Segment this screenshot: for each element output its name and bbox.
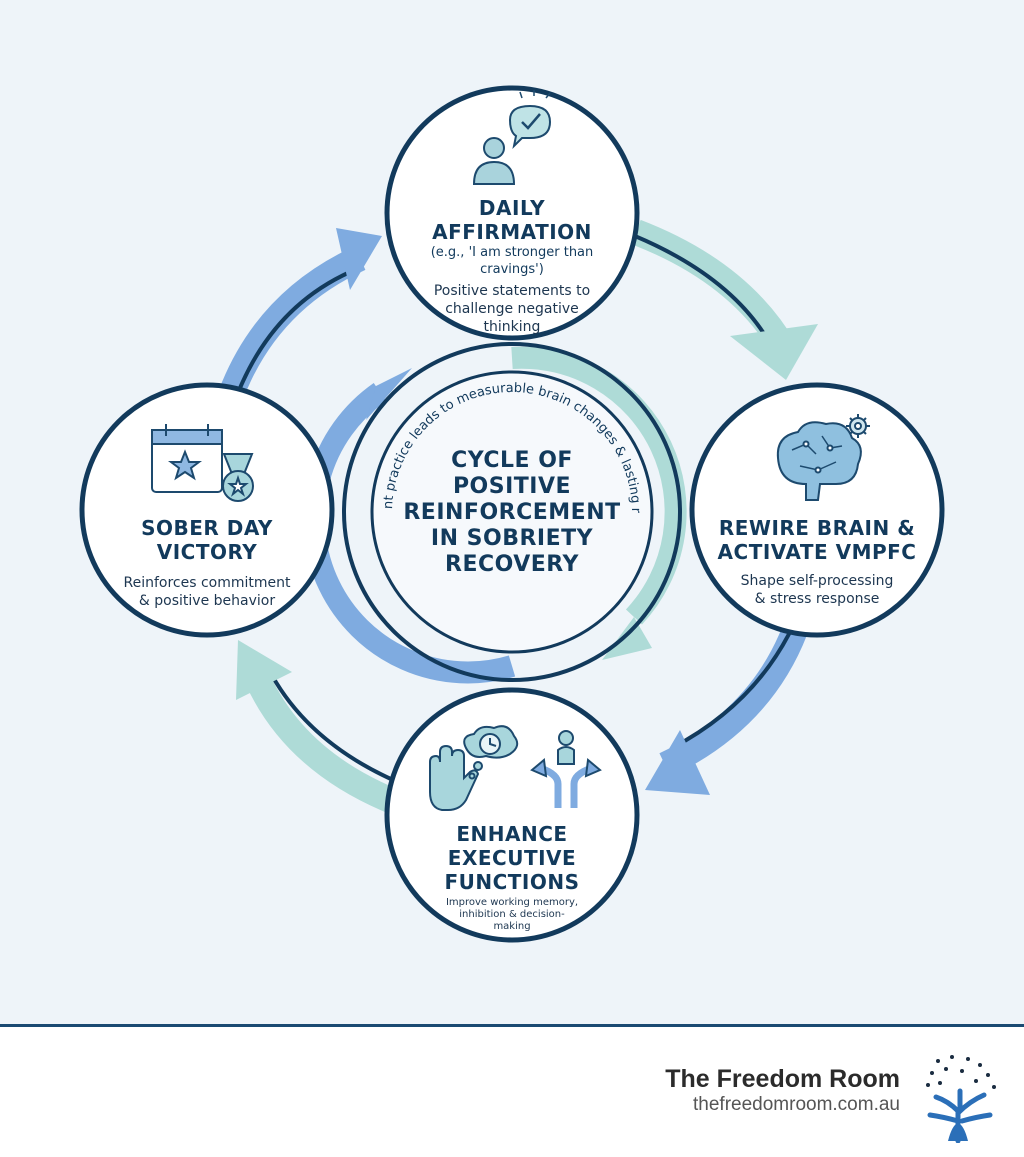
affirmation-desc: Positive statements to challenge negativ… <box>433 283 591 335</box>
center-ring-inner <box>370 370 654 654</box>
affirmation-title: DAILY AFFIRMATION <box>432 196 592 244</box>
node-victory: SOBER DAY VICTORY Reinforces commitment … <box>97 516 317 610</box>
node-rewire-circle <box>689 382 945 638</box>
cycle-diagram: Consistent practice leads to measurable … <box>0 0 945 943</box>
node-victory-circle <box>79 382 335 638</box>
brain-gear-icon <box>776 414 870 501</box>
center-ring-teal-arc <box>511 346 687 625</box>
outer-arrows <box>219 219 818 812</box>
rewire-desc: Shape self-processing & stress response <box>740 573 894 607</box>
arrow-executive-to-victory-head <box>236 640 292 700</box>
arrow-victory-to-affirmation-head <box>336 228 382 290</box>
node-rewire: REWIRE BRAIN & ACTIVATE VMPFC Shape self… <box>697 516 937 608</box>
center-ring-teal-arrowhead <box>602 617 652 660</box>
center-ring-outer <box>342 342 682 682</box>
arrow-executive-to-victory <box>246 674 396 812</box>
node-executive: ENHANCE EXECUTIVE FUNCTIONS Improve work… <box>402 822 622 933</box>
arrow-victory-to-affirmation <box>219 246 366 397</box>
arrow-affirmation-to-rewire-head <box>730 324 818 380</box>
person-speech-check-icon <box>472 90 552 185</box>
brand-url[interactable]: thefreedomroom.com.au <box>693 1094 900 1115</box>
node-affirmation-circle <box>384 85 640 341</box>
rewire-title: REWIRE BRAIN & ACTIVATE VMPFC <box>717 516 917 564</box>
executive-title: ENHANCE EXECUTIVE FUNCTIONS <box>444 822 580 894</box>
node-affirmation: DAILY AFFIRMATION (e.g., 'I am stronger … <box>400 196 624 336</box>
victory-title: SOBER DAY VICTORY <box>141 516 273 564</box>
executive-desc: Improve working memory, inhibition & dec… <box>445 897 579 932</box>
center-ring-blue-arrowhead <box>366 368 412 420</box>
diagram-canvas: Consistent practice leads to measurable … <box>0 0 945 943</box>
tree-logo-icon <box>926 1055 996 1143</box>
center-title: CYCLE OF POSITIVE REINFORCEMENT IN SOBRI… <box>403 448 621 577</box>
brand-name: The Freedom Room <box>665 1065 900 1093</box>
affirmation-subtitle: (e.g., 'I am stronger than cravings') <box>430 245 594 277</box>
center-ring-blue-arc <box>302 382 516 684</box>
victory-desc: Reinforces commitment & positive behavio… <box>123 575 291 609</box>
calendar-medal-icon <box>151 424 254 502</box>
hand-clock-fork-icon <box>429 725 602 811</box>
arrow-rewire-to-executive-head <box>645 730 710 795</box>
footer: The Freedom Room thefreedomroom.com.au <box>0 1024 1024 1157</box>
